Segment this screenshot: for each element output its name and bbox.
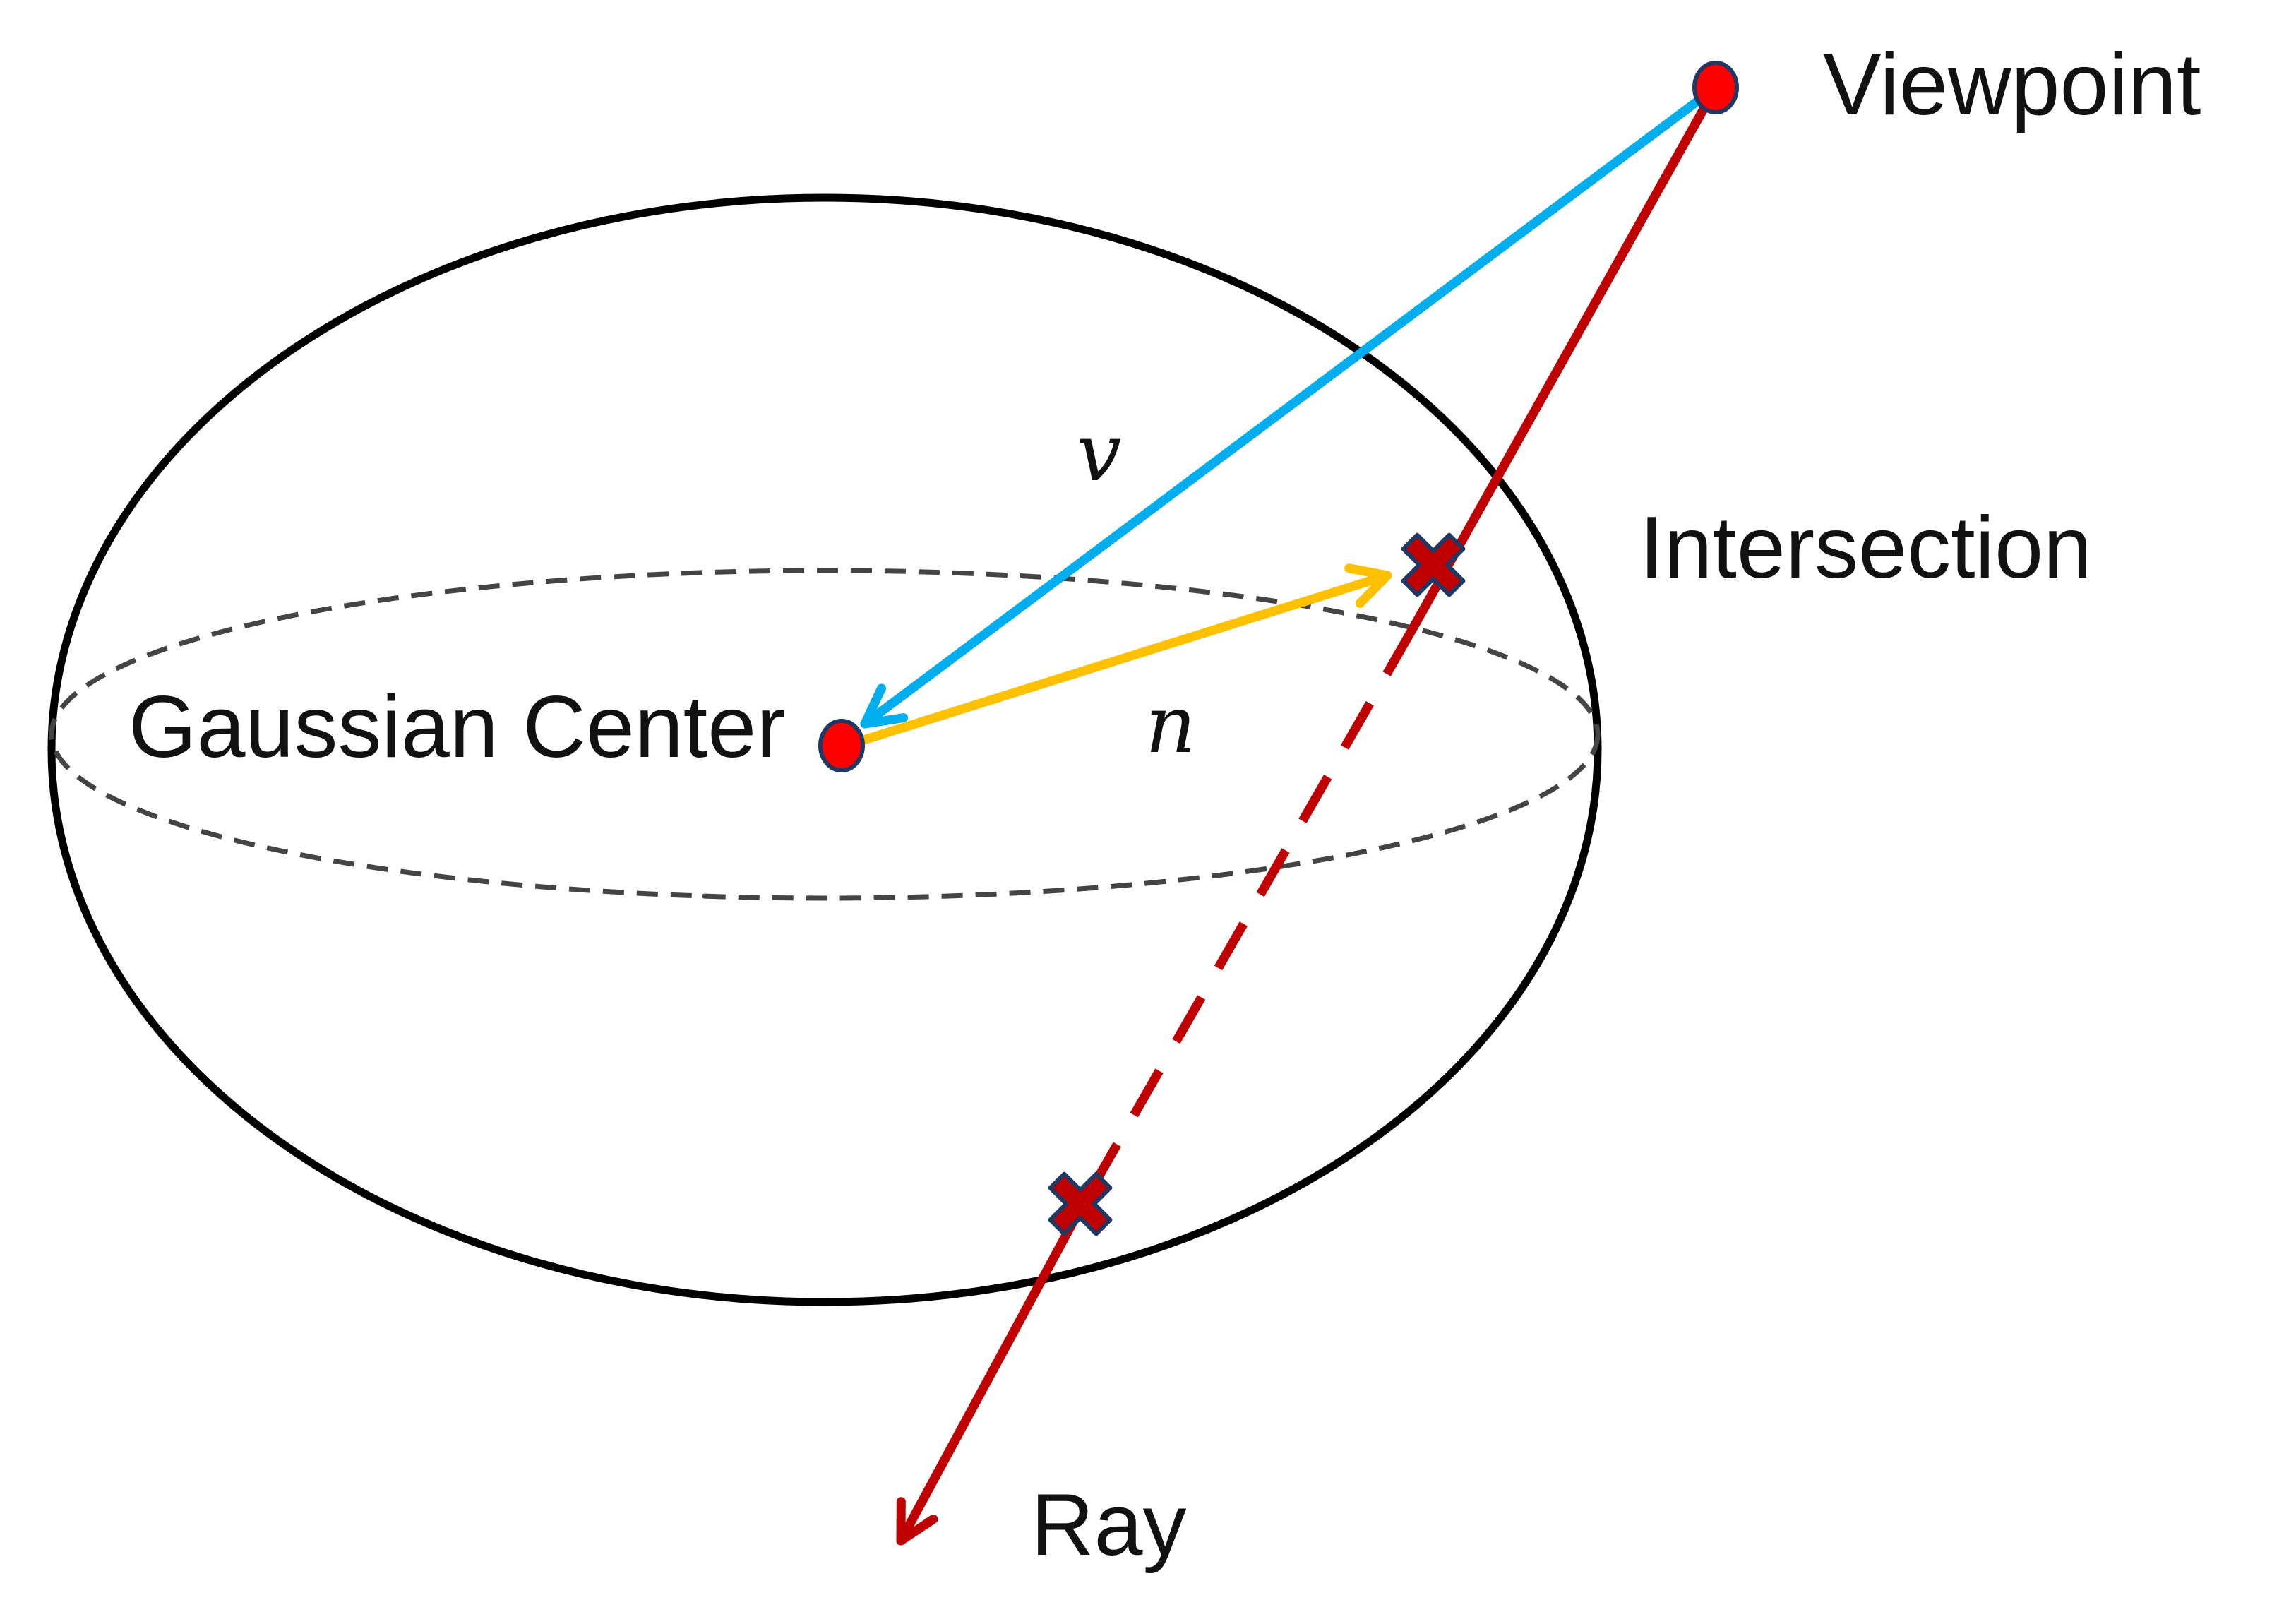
intersection-label: Intersection	[1639, 499, 2092, 597]
gaussian-center-dot	[818, 719, 865, 772]
viewpoint-dot	[1692, 61, 1739, 114]
x-cross-icon	[1048, 1171, 1113, 1236]
ray-segment-inside-dashed	[1076, 627, 1416, 1212]
normal-vector-arrow	[841, 563, 1392, 751]
gaussian-ellipsoid-outline	[47, 193, 1602, 1306]
ellipsoid-equator-dashed	[49, 568, 1601, 901]
view-vector-symbol: v	[1077, 407, 1121, 499]
ray-segment-exit	[896, 1204, 1085, 1546]
ray-segment-outside	[1407, 83, 1721, 635]
ray-label: Ray	[1031, 1476, 1187, 1574]
viewpoint-label: Viewpoint	[1823, 36, 2201, 133]
gaussian-center-label: Gaussian Center	[128, 679, 785, 776]
x-cross-icon	[1401, 532, 1466, 597]
normal-vector-symbol: n	[1145, 679, 1196, 771]
view-vector-arrow	[860, 83, 1721, 729]
